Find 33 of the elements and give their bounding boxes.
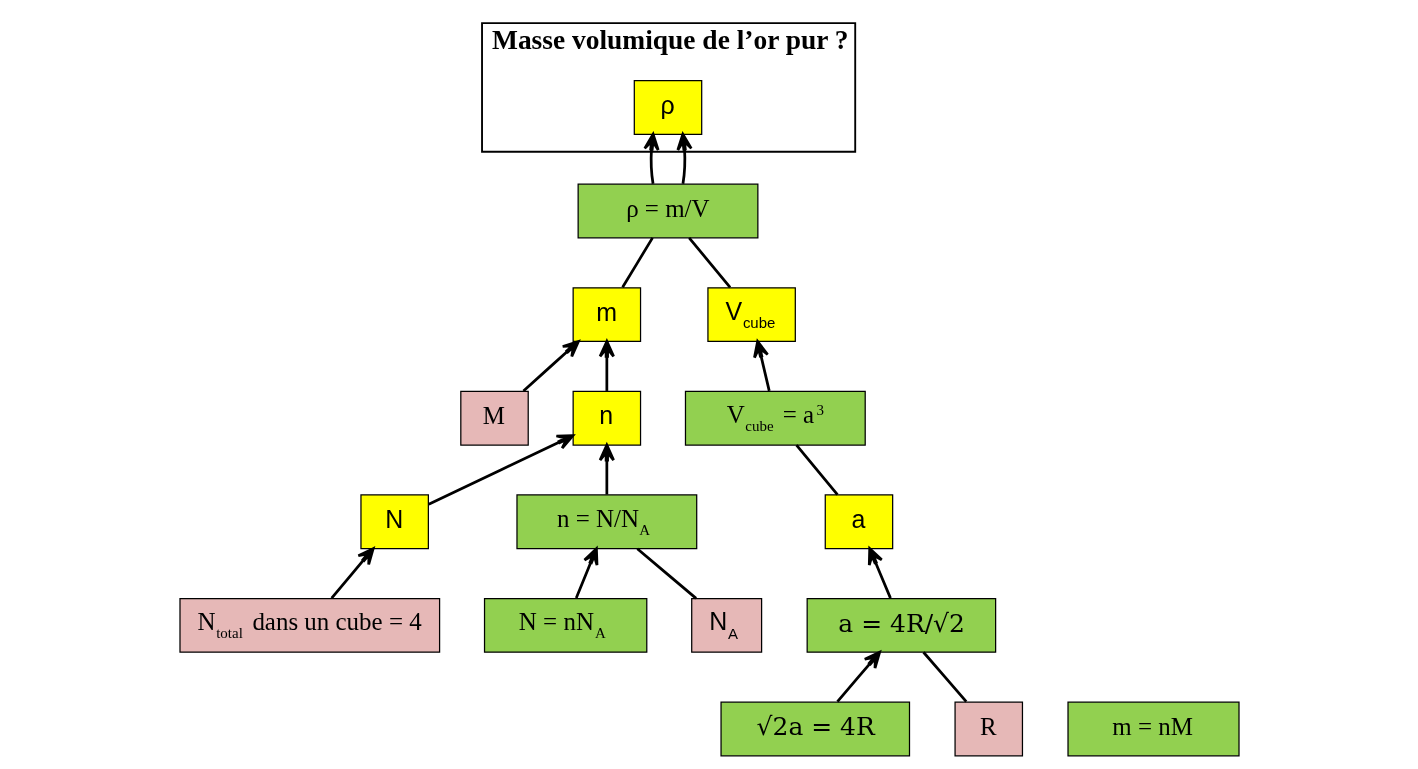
connector [921,651,967,703]
connector [794,444,838,496]
node-box: n = N/N$_{A}$ [515,494,697,550]
node-box: R [953,701,1023,757]
node-box: M [459,390,529,446]
arrow [427,434,574,506]
node-box: V$_{cube}$ [706,287,796,343]
node-box: n [572,390,641,446]
connector [687,237,731,289]
connector [620,237,654,289]
arrow [835,650,881,703]
node-box: m = nM [1066,701,1240,757]
node-box: N$_{total}$ dans un cube = 4 [178,597,440,653]
arrow [522,340,580,392]
arrow [330,547,375,599]
arrow [598,443,615,495]
node-box: ρ = m/V [577,183,758,239]
node-box: √2a = 4R [719,701,910,757]
node-box: N$_{A}$ [690,597,762,653]
node-box: N = nN$_{A}$ [483,597,647,653]
connector [635,547,697,600]
arrow [867,547,892,599]
arrow [752,340,771,392]
arrow [642,132,660,184]
arrow [675,132,693,184]
arrow [598,340,615,391]
node-box: m [572,287,641,343]
node-box: V$_{cube}$ = a$^{3}$ [684,390,866,446]
node-box: a = 4R/√2 [806,597,996,653]
node-box: N [359,494,429,550]
arrow [574,547,598,599]
node-box: a [824,494,893,550]
node-box: ρ [633,79,702,135]
